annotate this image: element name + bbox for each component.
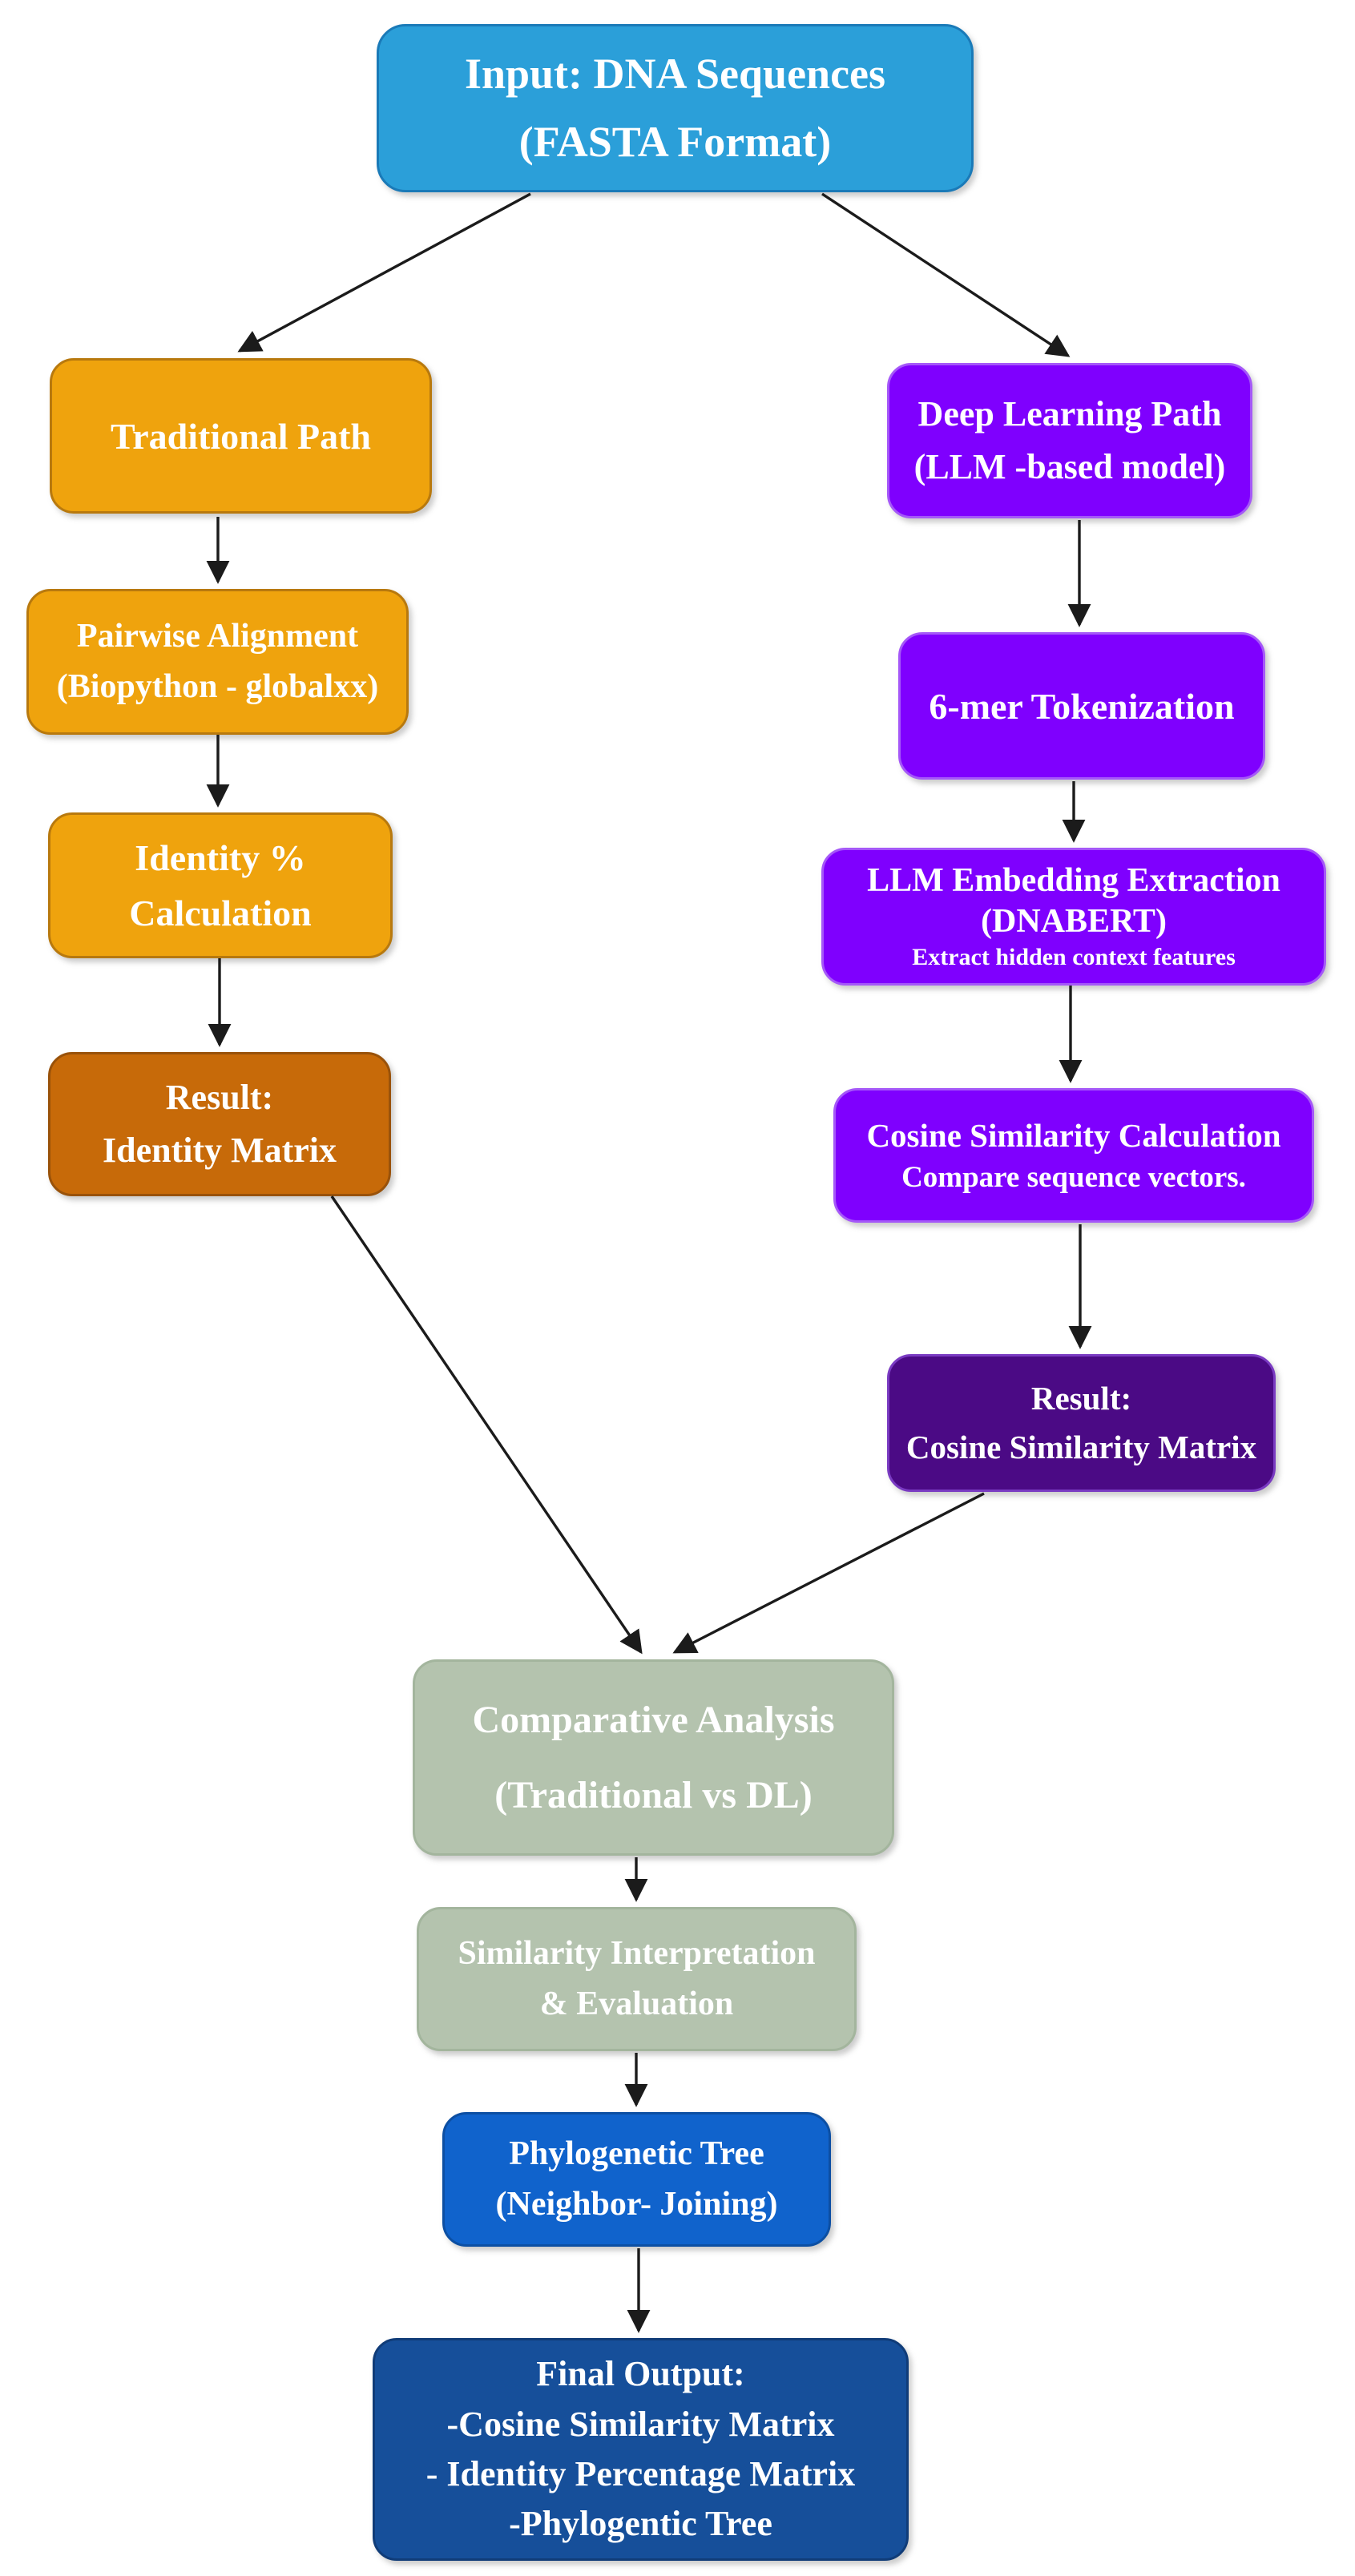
edge-result-cosine-comparative [672, 1492, 985, 1654]
node-input-line1: Input: DNA Sequences [464, 49, 886, 98]
node-phylo-line2: (Neighbor- Joining) [495, 2186, 778, 2223]
node-final-line2: -Cosine Similarity Matrix [446, 2404, 835, 2444]
node-identity-percent-calculation: Identity % Calculation [48, 812, 393, 958]
node-result-identity-matrix: Result: Identity Matrix [48, 1052, 391, 1196]
node-pairwise-line2: (Biopython - globalxx) [56, 668, 379, 705]
node-result-cosine-line1: Result: [1030, 1379, 1132, 1417]
node-similarity-interpretation: Similarity Interpretation & Evaluation [417, 1907, 857, 2051]
node-final-output: Final Output: -Cosine Similarity Matrix … [373, 2338, 909, 2561]
node-final-line4: -Phylogentic Tree [509, 2504, 772, 2544]
node-phylogenetic-tree: Phylogenetic Tree (Neighbor- Joining) [442, 2112, 831, 2247]
node-dlp-line2: (LLM -based model) [913, 447, 1226, 486]
edge-input-dlp [821, 192, 1071, 357]
node-pairwise-alignment: Pairwise Alignment (Biopython - globalxx… [26, 589, 409, 735]
node-similarity-line2: & Evaluation [539, 1985, 734, 2022]
node-final-line1: Final Output: [536, 2354, 745, 2394]
node-traditional-path: Traditional Path [50, 358, 432, 514]
node-phylo-line1: Phylogenetic Tree [509, 2135, 764, 2172]
node-llm-subline: Extract hidden context features [912, 944, 1236, 971]
node-deep-learning-path: Deep Learning Path (LLM -based model) [887, 363, 1252, 518]
node-result-cosine-similarity-matrix: Result: Cosine Similarity Matrix [887, 1354, 1276, 1492]
node-final-line3: - Identity Percentage Matrix [425, 2454, 856, 2493]
node-identity-line2: Calculation [129, 893, 312, 933]
node-result-identity-line2: Identity Matrix [102, 1131, 337, 1170]
node-comparative-analysis: Comparative Analysis (Traditional vs DL) [413, 1659, 894, 1856]
node-comparative-line2: (Traditional vs DL) [494, 1773, 813, 1816]
edge-result-identity-comparative [330, 1195, 643, 1655]
node-traditional-line1: Traditional Path [110, 415, 371, 457]
edge-input-traditional [237, 192, 531, 353]
node-pairwise-line1: Pairwise Alignment [76, 618, 359, 655]
node-llm-line1: LLM Embedding Extraction [867, 862, 1280, 900]
node-similarity-line1: Similarity Interpretation [458, 1935, 816, 1972]
node-input-dna-sequences: Input: DNA Sequences (FASTA Format) [377, 24, 974, 192]
node-llm-embedding-extraction: LLM Embedding Extraction (DNABERT) Extra… [821, 848, 1326, 986]
node-cosine-line1: Cosine Similarity Calculation [866, 1117, 1281, 1155]
node-dlp-line1: Deep Learning Path [917, 394, 1222, 433]
node-comparative-line1: Comparative Analysis [472, 1698, 835, 1741]
node-cosine-similarity-calculation: Cosine Similarity Calculation Compare se… [833, 1088, 1314, 1223]
node-6mer-tokenization: 6-mer Tokenization [898, 632, 1265, 780]
node-input-line2: (FASTA Format) [518, 118, 832, 167]
node-llm-line2: (DNABERT) [981, 903, 1167, 941]
node-result-cosine-line2: Cosine Similarity Matrix [905, 1429, 1257, 1465]
node-sixmer-line1: 6-mer Tokenization [929, 685, 1235, 727]
node-identity-line1: Identity % [135, 837, 306, 878]
node-result-identity-line1: Result: [165, 1078, 274, 1117]
node-cosine-subline: Compare sequence vectors. [901, 1160, 1246, 1194]
